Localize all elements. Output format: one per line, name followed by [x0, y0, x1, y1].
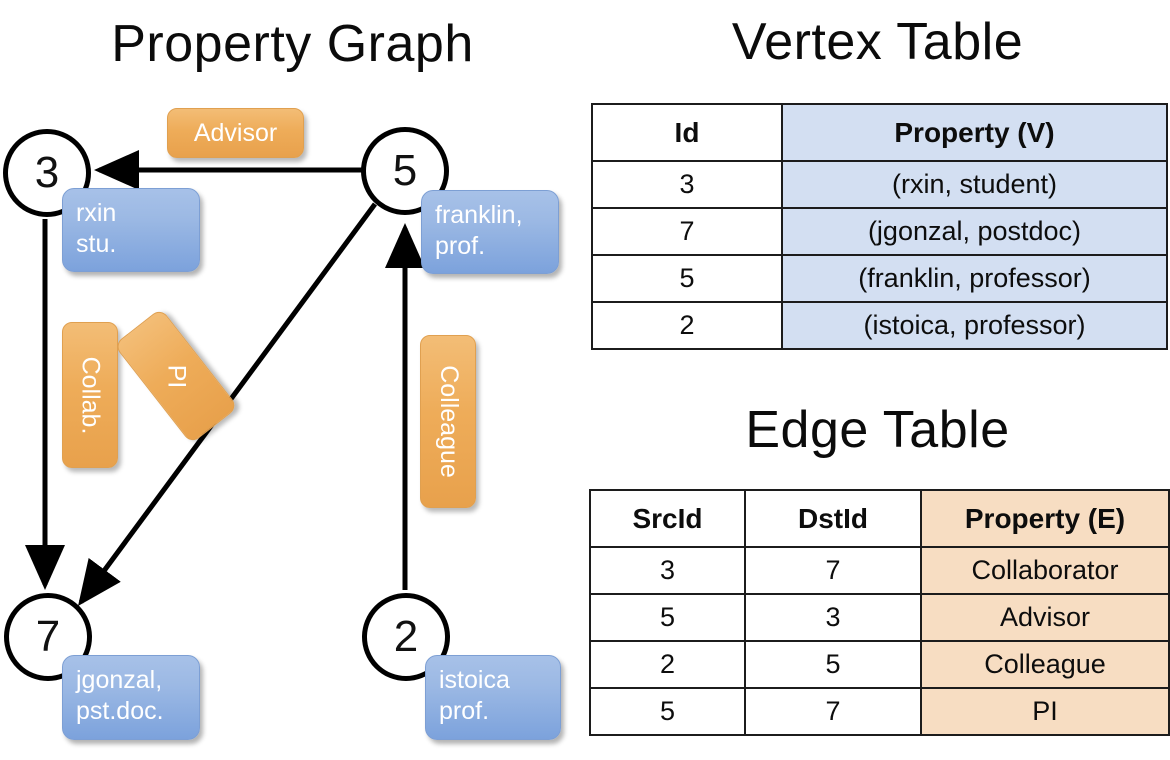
node-property-box-istoica: istoica prof.: [425, 655, 561, 740]
node-property-line1: jgonzal,: [76, 666, 163, 694]
node-property-line2: stu.: [76, 229, 117, 258]
table-row[interactable]: 5 (franklin, professor): [591, 254, 1168, 303]
vertex-table-header-id: Id: [591, 103, 783, 162]
edge-cell-dstid: 5: [744, 640, 922, 689]
node-property-line1: istoica: [439, 666, 510, 694]
vertex-cell-property: (rxin, student): [781, 160, 1168, 209]
table-row[interactable]: 5 7 PI: [589, 687, 1170, 736]
table-row[interactable]: 3 7 Collaborator: [589, 546, 1170, 595]
table-row[interactable]: 2 (istoica, professor): [591, 301, 1168, 350]
edge-cell-dstid: 7: [744, 546, 922, 595]
node-property-line1: franklin,: [435, 201, 523, 229]
vertex-cell-property: (franklin, professor): [781, 254, 1168, 303]
edge-cell-property: PI: [920, 687, 1170, 736]
vertex-cell-property: (jgonzal, postdoc): [781, 207, 1168, 256]
edge-cell-property: Advisor: [920, 593, 1170, 642]
edge-cell-srcid: 2: [589, 640, 746, 689]
vertex-cell-id: 3: [591, 160, 783, 209]
edge-label-colleague-text: Colleague: [434, 365, 463, 478]
edge-table: SrcId DstId Property (E) 3 7 Collaborato…: [589, 489, 1170, 736]
edge-label-pi-text: PI: [162, 364, 191, 388]
edge-cell-dstid: 3: [744, 593, 922, 642]
vertex-cell-property: (istoica, professor): [781, 301, 1168, 350]
vertex-table-header-row: Id Property (V): [591, 103, 1168, 162]
edge-cell-srcid: 3: [589, 546, 746, 595]
edge-table-header-row: SrcId DstId Property (E): [589, 489, 1170, 548]
edge-label-advisor: Advisor: [167, 108, 304, 158]
edge-cell-dstid: 7: [744, 687, 922, 736]
node-property-line1: rxin: [76, 199, 117, 227]
edge-table-header-dstid: DstId: [744, 489, 922, 548]
edge-table-header-property: Property (E): [920, 489, 1170, 548]
vertex-table-header-property: Property (V): [781, 103, 1168, 162]
edge-cell-srcid: 5: [589, 593, 746, 642]
vertex-cell-id: 5: [591, 254, 783, 303]
edge-label-colleague: Colleague: [420, 335, 476, 508]
edge-label-advisor-text: Advisor: [193, 118, 278, 147]
edge-cell-property: Collaborator: [920, 546, 1170, 595]
page-title-vertex-table: Vertex Table: [731, 13, 1024, 71]
edge-cell-property: Colleague: [920, 640, 1170, 689]
edge-label-collab-text: Collab.: [76, 356, 105, 434]
vertex-cell-id: 2: [591, 301, 783, 350]
graph-node-5[interactable]: 5: [361, 127, 449, 215]
table-row[interactable]: 7 (jgonzal, postdoc): [591, 207, 1168, 256]
table-row[interactable]: 2 5 Colleague: [589, 640, 1170, 689]
table-row[interactable]: 3 (rxin, student): [591, 160, 1168, 209]
table-row[interactable]: 5 3 Advisor: [589, 593, 1170, 642]
node-property-line2: prof.: [435, 231, 486, 260]
node-property-box-rxin: rxin stu.: [62, 188, 200, 272]
vertex-table: Id Property (V) 3 (rxin, student) 7 (jgo…: [591, 103, 1168, 350]
node-property-box-jgonzal: jgonzal, pst.doc.: [62, 655, 200, 740]
node-property-line2: pst.doc.: [76, 696, 164, 725]
vertex-cell-id: 7: [591, 207, 783, 256]
property-graph-diagram: 3 5 7 2 rxin stu. franklin, prof. jgonza…: [3, 108, 561, 740]
node-property-line2: prof.: [439, 696, 490, 725]
edge-label-collab: Collab.: [62, 322, 118, 468]
node-property-box-franklin: franklin, prof.: [421, 190, 559, 274]
edge-table-header-srcid: SrcId: [589, 489, 746, 548]
page-title-edge-table: Edge Table: [745, 401, 1010, 459]
page-title-property-graph: Property Graph: [111, 15, 474, 73]
graph-node-2[interactable]: 2: [362, 593, 450, 681]
edge-cell-srcid: 5: [589, 687, 746, 736]
